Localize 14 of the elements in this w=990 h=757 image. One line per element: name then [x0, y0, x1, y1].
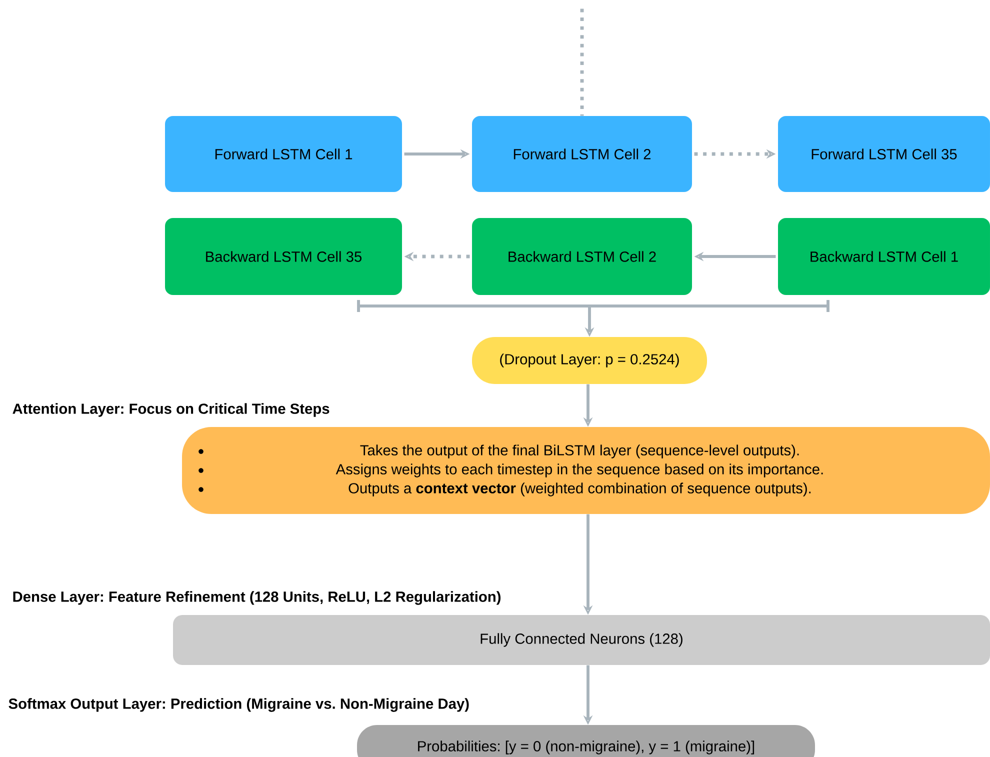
lstm-cell-box: Forward LSTM Cell 2: [472, 116, 692, 192]
lstm-cell-box: Backward LSTM Cell 1: [778, 218, 990, 295]
dense-layer-box: Fully Connected Neurons (128): [173, 615, 990, 665]
attention-box: Takes the output of the final BiLSTM layer (sequence-level outputs). Assigns weights to each timestep in the sequence based on its importance. Outputs a context vector (weighted combination of sequence outputs).: [182, 427, 990, 514]
lstm-cell-box: Backward LSTM Cell 35: [165, 218, 402, 295]
lstm-cell-box: Forward LSTM Cell 1: [165, 116, 402, 192]
connector-line: [580, 8, 584, 116]
lstm-cell-box: Forward LSTM Cell 35: [778, 116, 990, 192]
layer-heading: Softmax Output Layer: Prediction (Migraine vs. Non-Migraine Day): [8, 698, 469, 712]
output-pill: Probabilities: [y = 0 (non-migraine), y = 1 (migraine)]: [357, 725, 815, 757]
layer-heading: Dense Layer: Feature Refinement (128 Units, ReLU, L2 Regularization): [13, 591, 501, 605]
lstm-cell-box: Backward LSTM Cell 2: [472, 218, 692, 295]
dropout-pill: (Dropout Layer: p = 0.2524): [472, 337, 707, 384]
layer-heading: Attention Layer: Focus on Critical Time Steps: [12, 403, 330, 417]
